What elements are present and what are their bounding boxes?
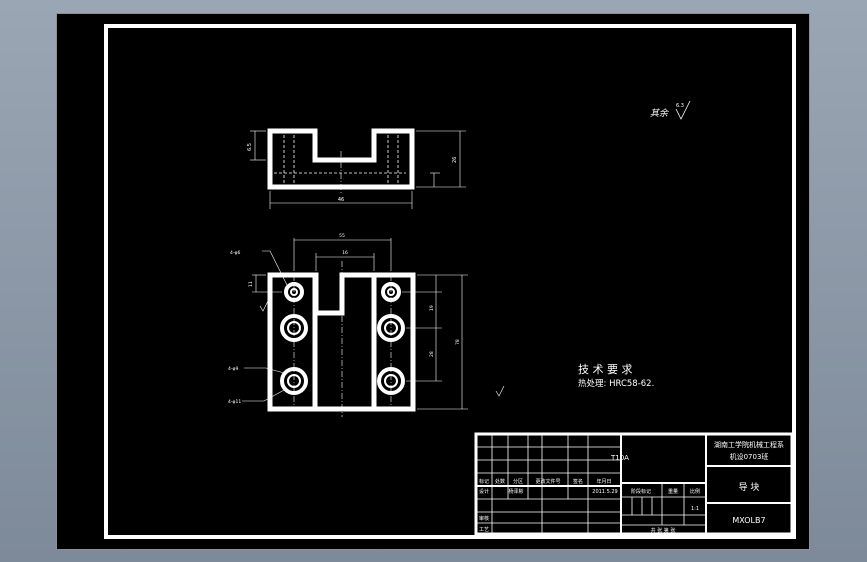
top-view-outline xyxy=(267,128,415,190)
svg-text:26: 26 xyxy=(452,157,458,163)
svg-text:78: 78 xyxy=(455,339,461,345)
svg-text:6.5: 6.5 xyxy=(247,143,253,151)
drawing-border-inner xyxy=(104,24,796,539)
tb-col-docno: 更改文件号 xyxy=(535,478,560,485)
tb-stage-mark: 阶段标记 xyxy=(631,488,651,495)
tb-designer: 杨泽彬 xyxy=(508,488,523,495)
top-view: 46 26 6.5 xyxy=(247,128,466,209)
tb-row-process: 工艺 xyxy=(479,527,489,533)
svg-text:11: 11 xyxy=(248,281,254,287)
tb-ratio: 比例 xyxy=(690,488,700,495)
tb-col-sign: 签名 xyxy=(573,478,583,485)
tb-material: T10A xyxy=(610,454,629,462)
tb-school-line2: 机设0703班 xyxy=(730,452,769,461)
tb-row-design: 设计 xyxy=(479,488,489,495)
tb-scale: 1:1 xyxy=(691,506,699,512)
roughness-label: 其余 xyxy=(650,108,669,119)
svg-text:4-φ6: 4-φ6 xyxy=(230,250,240,256)
notes-line-1: 热处理: HRC58-62. xyxy=(578,378,654,389)
tb-sheets: 共 张 第 张 xyxy=(651,527,676,534)
title-block: T10A 湖南工学院机械工程系 机设0703班 导 块 MXOLB7 1:1 2… xyxy=(474,432,794,536)
tb-drawing-no: MXOLB7 xyxy=(732,516,765,525)
svg-text:46: 46 xyxy=(338,197,344,203)
tb-row-review: 审核 xyxy=(479,515,489,522)
roughness-icon xyxy=(675,100,691,120)
svg-text:28: 28 xyxy=(429,351,435,357)
svg-text:55: 55 xyxy=(339,233,345,239)
cad-viewport[interactable]: 46 26 6.5 xyxy=(56,13,810,550)
svg-text:19: 19 xyxy=(429,305,435,311)
technical-notes: 技 术 要 求 热处理: HRC58-62. xyxy=(578,363,654,389)
drawing-canvas: 46 26 6.5 xyxy=(56,13,810,550)
tb-part-name: 导 块 xyxy=(739,481,760,493)
notes-title: 技 术 要 求 xyxy=(578,363,633,376)
tb-col-marks: 标记 xyxy=(479,478,489,485)
svg-text:4-φ11: 4-φ11 xyxy=(228,399,241,405)
svg-text:4-φ9: 4-φ9 xyxy=(228,366,238,372)
roughness-value: 6.3 xyxy=(676,103,684,109)
tb-date: 2011.5.29 xyxy=(592,489,617,495)
tb-col-zone: 分区 xyxy=(513,478,523,485)
roughness-note: 其余 6.3 xyxy=(650,100,691,120)
tb-school-line1: 湖南工学院机械工程系 xyxy=(714,440,784,449)
tb-col-count: 处数 xyxy=(495,478,505,485)
svg-text:16: 16 xyxy=(342,250,348,256)
tb-weight: 重量 xyxy=(668,488,678,495)
tb-col-date: 年月日 xyxy=(596,478,611,485)
front-view: 55 16 4-φ6 4-φ9 4-φ11 78 19 28 11 xyxy=(228,233,505,417)
drawing-border-outer xyxy=(56,13,810,550)
